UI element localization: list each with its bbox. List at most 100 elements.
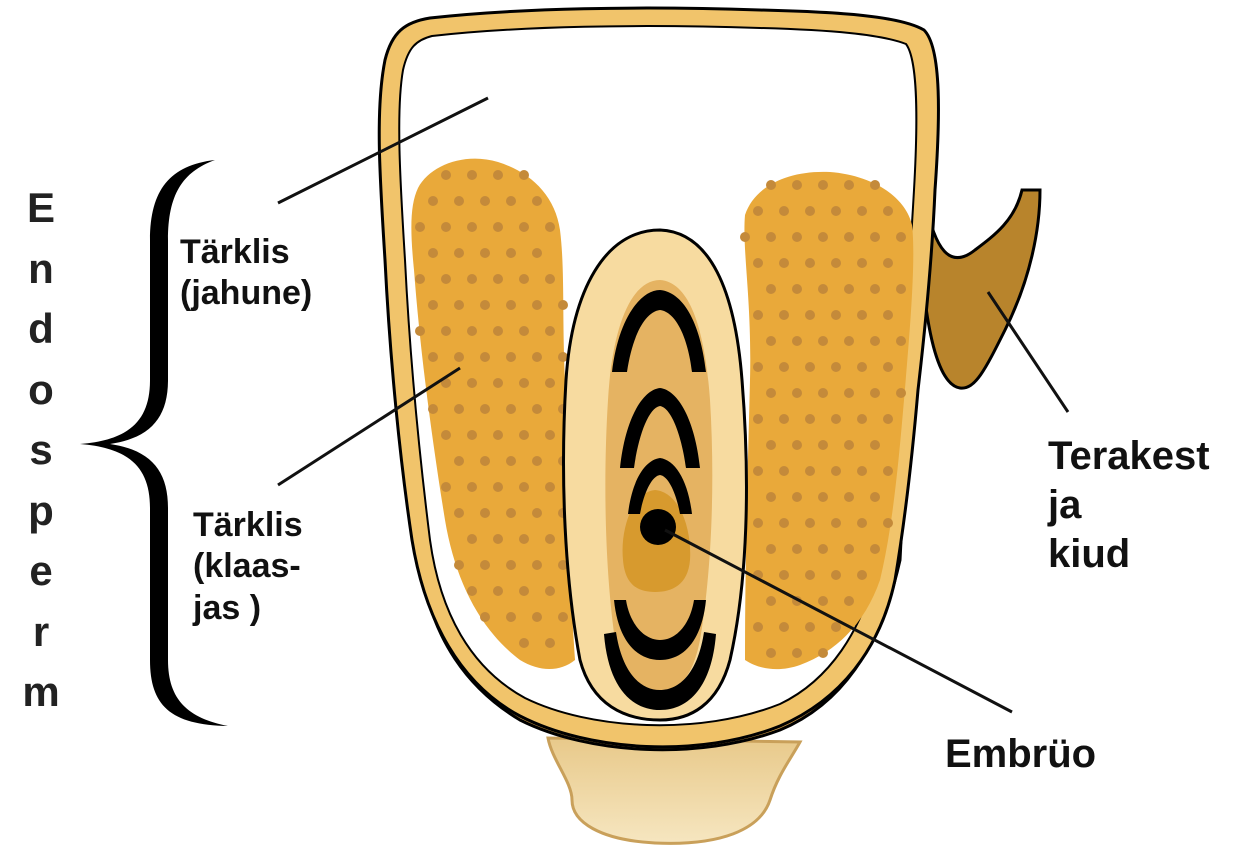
starch-dot (493, 170, 503, 180)
starch-dot (519, 378, 529, 388)
starch-dot (519, 482, 529, 492)
starch-dot (779, 414, 789, 424)
starch-dot (896, 232, 906, 242)
starch-dot (454, 404, 464, 414)
starch-dot (428, 352, 438, 362)
starch-dot (805, 414, 815, 424)
starch-dot (441, 170, 451, 180)
starch-dot (545, 378, 555, 388)
starch-dot (415, 274, 425, 284)
starch-dot (519, 274, 529, 284)
starch-dot (532, 300, 542, 310)
starch-dot (857, 466, 867, 476)
starch-dot (870, 232, 880, 242)
starch-dot (870, 544, 880, 554)
starch-dot (441, 274, 451, 284)
starch-dot (753, 362, 763, 372)
starch-dot (428, 404, 438, 414)
starch-dot (493, 534, 503, 544)
starch-dot (467, 170, 477, 180)
starch-dot (454, 248, 464, 258)
starch-dot (883, 466, 893, 476)
starch-dot (870, 284, 880, 294)
starch-dot (805, 518, 815, 528)
starch-dot (506, 300, 516, 310)
starch-dot (545, 482, 555, 492)
starch-dot (454, 300, 464, 310)
starch-dot (818, 596, 828, 606)
starch-dot (779, 518, 789, 528)
starch-dot (831, 310, 841, 320)
starch-dot (792, 180, 802, 190)
starch-dot (545, 638, 555, 648)
starch-dot (753, 518, 763, 528)
label-line: (klaas- (193, 546, 303, 587)
starch-dot (766, 336, 776, 346)
starch-dot (428, 248, 438, 258)
starch-dot (467, 222, 477, 232)
starch-dot (454, 508, 464, 518)
starch-dot (441, 326, 451, 336)
starch-dot (480, 560, 490, 570)
starch-dot (493, 378, 503, 388)
starch-dot (870, 492, 880, 502)
label-line: jas ) (193, 588, 303, 629)
starch-dot (441, 482, 451, 492)
starch-dot (805, 258, 815, 268)
starch-dot (857, 414, 867, 424)
endosperm-letter: n (18, 239, 64, 300)
starch-dot (883, 414, 893, 424)
starch-dot (467, 534, 477, 544)
label-pericarp: Terakest ja kiud (1048, 432, 1210, 578)
starch-dot (766, 284, 776, 294)
label-embryo: Embrüo (945, 730, 1096, 779)
starch-dot (896, 388, 906, 398)
starch-dot (818, 180, 828, 190)
starch-dot (506, 508, 516, 518)
starch-dot (870, 180, 880, 190)
starch-dot (831, 362, 841, 372)
leader-pericarp (988, 292, 1068, 412)
starch-dot (792, 336, 802, 346)
starch-dot (818, 336, 828, 346)
starch-dot (506, 248, 516, 258)
starch-dot (857, 362, 867, 372)
starch-dot (441, 430, 451, 440)
starch-dot (844, 544, 854, 554)
starch-dot (766, 388, 776, 398)
starch-dot (753, 206, 763, 216)
starch-dot (428, 196, 438, 206)
starch-dot (480, 196, 490, 206)
starch-dot (415, 222, 425, 232)
starch-dot (883, 518, 893, 528)
starch-dot (779, 258, 789, 268)
starch-dot (545, 534, 555, 544)
starch-dot (779, 570, 789, 580)
starch-dot (519, 326, 529, 336)
starch-dot (467, 586, 477, 596)
starch-dot (545, 430, 555, 440)
starch-dot (493, 326, 503, 336)
starch-dot (857, 518, 867, 528)
starch-dot (844, 180, 854, 190)
starch-dot (792, 232, 802, 242)
starch-dot (454, 456, 464, 466)
starch-dot (493, 430, 503, 440)
starch-dot (532, 456, 542, 466)
starch-dot (779, 622, 789, 632)
starch-dot (532, 352, 542, 362)
starch-dot (506, 196, 516, 206)
endosperm-letter: d (18, 299, 64, 360)
starch-dot (506, 456, 516, 466)
starch-dot (441, 222, 451, 232)
starch-dot (883, 206, 893, 216)
starch-dot (766, 596, 776, 606)
starch-dot (493, 222, 503, 232)
starch-dot (805, 570, 815, 580)
starch-dot (792, 492, 802, 502)
starch-dot (545, 586, 555, 596)
starch-dot (480, 456, 490, 466)
starch-dot (467, 430, 477, 440)
starch-dot (844, 232, 854, 242)
starch-dot (753, 466, 763, 476)
